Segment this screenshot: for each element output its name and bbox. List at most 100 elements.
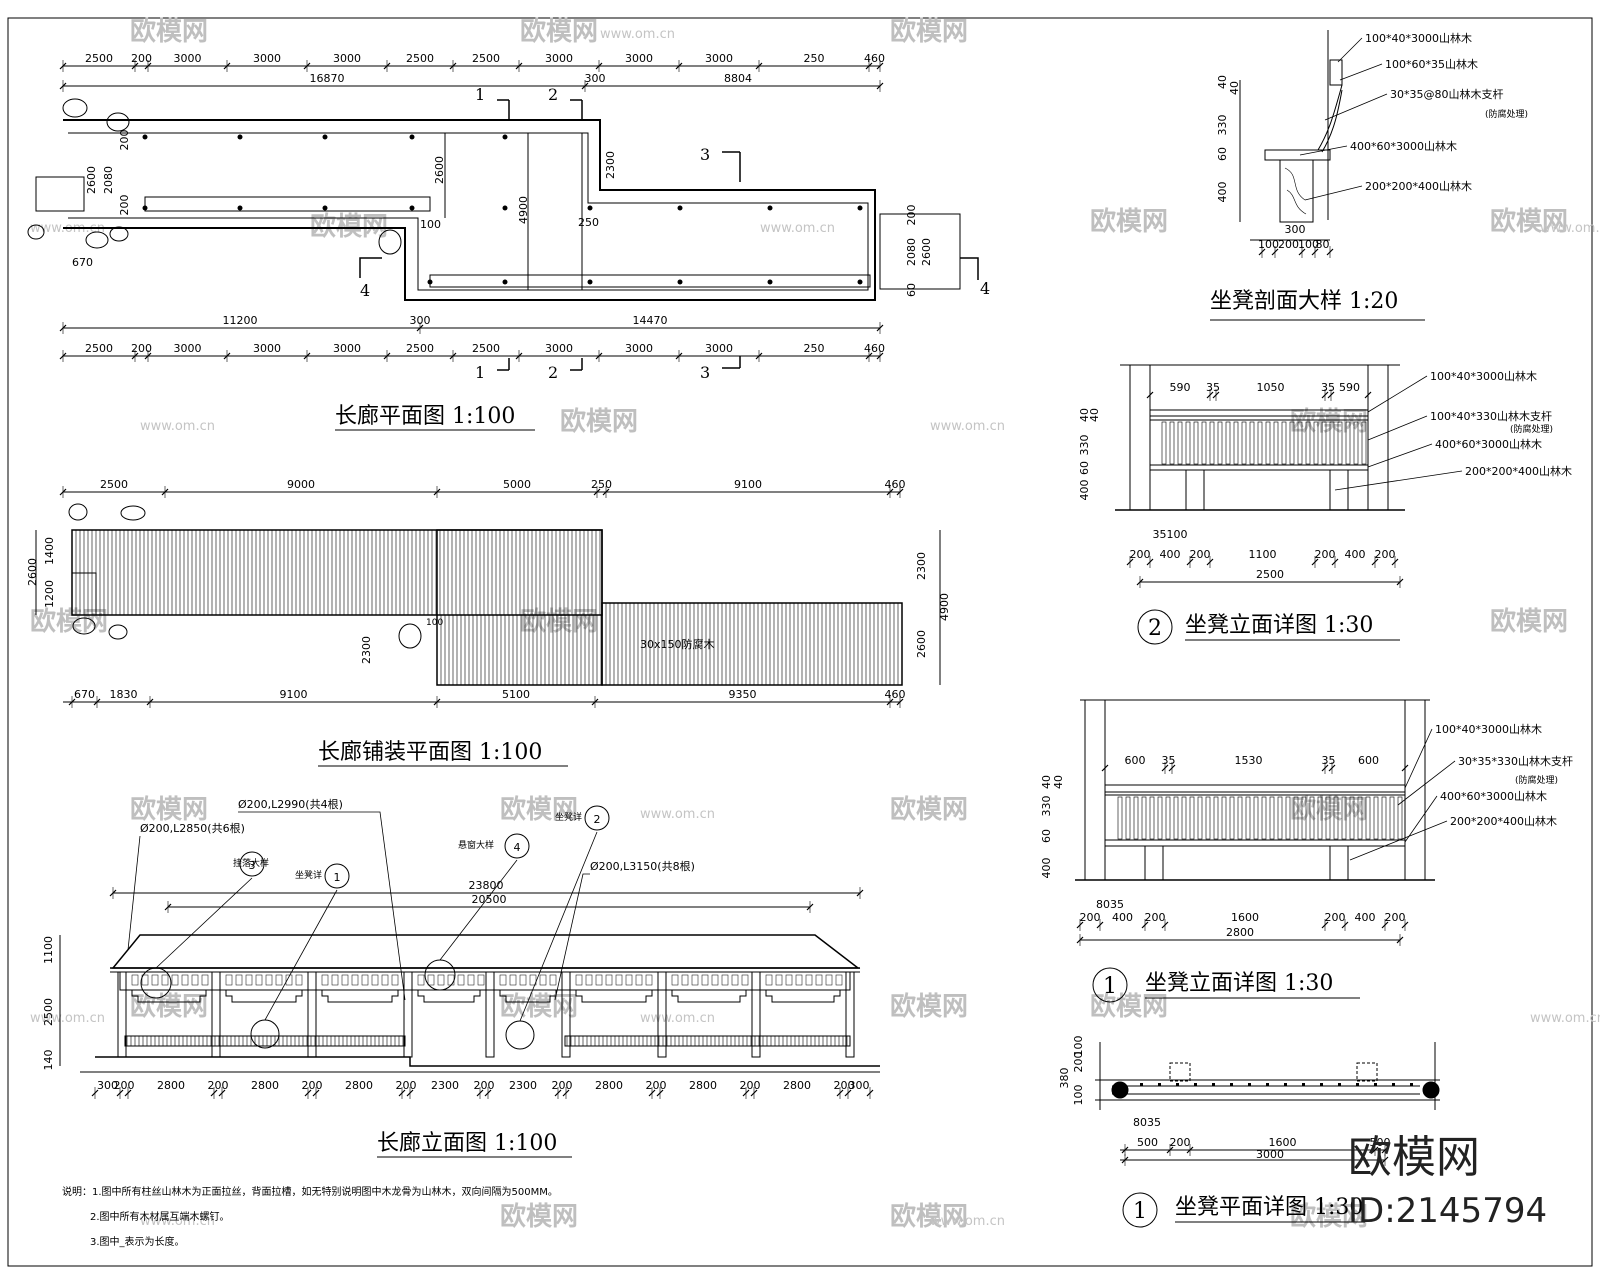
watermark-url: www.om.cn <box>1540 221 1600 236</box>
dimension-label: 600 <box>1125 754 1146 767</box>
dimension-label: 670 <box>72 256 93 269</box>
column-callout-label: Ø200,L2990(共4根) <box>238 797 343 811</box>
dimension-label: 2800 <box>251 1079 279 1092</box>
dimension-label: 4900 <box>517 196 530 224</box>
watermark-url: www.om.cn <box>640 1011 715 1026</box>
dimension-label: 590 <box>1170 381 1191 394</box>
dimension-label: 1100 <box>42 936 55 964</box>
dimension-label: 80 <box>1316 238 1330 251</box>
dimension-label: 100 <box>426 618 443 628</box>
bench-elevation-detail-2 <box>1115 364 1405 583</box>
plan1-number: 1 <box>1133 1199 1147 1224</box>
dimension-label: 330 <box>1078 435 1091 456</box>
watermark-text: 欧模网 <box>560 406 638 437</box>
dimension-label: 2500 <box>472 52 500 65</box>
material-label: 100*40*3000山林木 <box>1430 369 1537 383</box>
brand-watermark-text: 欧模网 <box>1348 1132 1480 1183</box>
dimension-label: 460 <box>885 688 906 701</box>
dimension-label: 250 <box>804 342 825 355</box>
dimension-label: 35 <box>1206 381 1220 394</box>
dimension-label: 200 <box>208 1079 229 1092</box>
dimension-label: 300 <box>849 1079 870 1092</box>
dimension-label: 200 <box>646 1079 667 1092</box>
dimension-label: 2500 <box>406 342 434 355</box>
dimension-label: 200 <box>1072 1052 1085 1073</box>
dimension-label: 400 <box>1078 480 1091 501</box>
dimension-label: 60 <box>1040 829 1053 843</box>
dimension-label: 60 <box>905 283 918 297</box>
dimension-label: 40 <box>1078 408 1091 422</box>
dimension-label: 1100 <box>1249 548 1277 561</box>
watermark-text: 欧模网 <box>1290 406 1368 437</box>
dimension-label: 670 <box>74 688 95 701</box>
dimension-label: 1830 <box>110 688 138 701</box>
dimension-label: 1600 <box>1269 1136 1297 1149</box>
dimension-label: 2500 <box>85 342 113 355</box>
dimension-label: 2800 <box>595 1079 623 1092</box>
detail-tag-label: 挂落大样 <box>233 857 269 869</box>
dimension-label: 3000 <box>705 342 733 355</box>
dimension-label: 200 <box>131 52 152 65</box>
watermark-url: www.om.cn <box>930 1214 1005 1229</box>
dimension-label: 1530 <box>1235 754 1263 767</box>
dimension-label: 2600 <box>920 238 933 266</box>
dimension-label: 330 <box>1040 796 1053 817</box>
column-callout-label: Ø200,L2850(共6根) <box>140 821 245 835</box>
material-label: 400*60*3000山林木 <box>1440 789 1547 803</box>
watermark-url: www.om.cn <box>930 419 1005 434</box>
watermark-text: 欧模网 <box>310 211 388 242</box>
watermark-text: 欧模网 <box>890 794 968 825</box>
dimension-label: 200 <box>1130 548 1151 561</box>
dimension-label: 35100 <box>1153 528 1188 541</box>
dimension-label: 500 <box>1370 1136 1391 1149</box>
dimension-label: 300 <box>97 1079 118 1092</box>
dimension-label: 1400 <box>43 537 56 565</box>
drawing-border <box>7 17 1593 1267</box>
dimension-label: 2800 <box>345 1079 373 1092</box>
watermark-url: www.om.cn <box>760 221 835 236</box>
dimension-label: 200 <box>1080 911 1101 924</box>
watermark-text: 欧模网 <box>890 991 968 1022</box>
elevation-title: 长廊立面图 1:100 <box>377 1131 557 1156</box>
dimension-label: 9100 <box>280 688 308 701</box>
dimension-label: 1600 <box>1231 911 1259 924</box>
watermark-text: 欧模网 <box>130 16 208 47</box>
dimension-label: 14470 <box>633 314 668 327</box>
section-detail-labels: 100*40*3000山林木100*60*35山林木30*35@80山林木支杆(… <box>1216 31 1528 258</box>
dimension-label: 3000 <box>333 52 361 65</box>
section-marker-label: 4 <box>980 279 990 298</box>
dimension-label: 200 <box>1325 911 1346 924</box>
corridor-plan-view <box>27 65 961 357</box>
material-label: 400*60*3000山林木 <box>1435 437 1542 451</box>
dimension-label: 5100 <box>502 688 530 701</box>
material-label: 100*40*3000山林木 <box>1435 722 1542 736</box>
dimension-label: 2800 <box>1226 926 1254 939</box>
watermark-text: 欧模网 <box>30 606 108 637</box>
detail-tag-label: 悬窗大样 <box>458 839 494 851</box>
dimension-label: 2500 <box>1256 568 1284 581</box>
section-marker-label: 1 <box>475 363 485 382</box>
plan1-title: 坐凳平面详图 1:30 <box>1175 1195 1363 1220</box>
dimension-label: 2300 <box>604 151 617 179</box>
dimension-label: 11200 <box>223 314 258 327</box>
dimension-label: 300 <box>410 314 431 327</box>
dimension-label: 2300 <box>431 1079 459 1092</box>
material-label: (防腐处理) <box>1515 774 1558 786</box>
dimension-label: 200 <box>1375 548 1396 561</box>
note-line-2: 2.图中所有木材属互端木螺钉。 <box>90 1210 230 1223</box>
dimension-label: 100 <box>1072 1036 1085 1057</box>
dimension-label: 500 <box>1137 1136 1158 1149</box>
paving-title: 长廊铺装平面图 1:100 <box>318 740 542 765</box>
dimension-label: 200 <box>114 1079 135 1092</box>
watermark-text: 欧模网 <box>890 1201 968 1232</box>
dimension-label: 4900 <box>938 593 951 621</box>
section-marker-label: 3 <box>700 363 710 382</box>
watermark-text: 欧模网 <box>1490 206 1568 237</box>
watermark-text: 欧模网 <box>1090 206 1168 237</box>
dimension-label: 200 <box>1170 1136 1191 1149</box>
material-label: 200*200*400山林木 <box>1365 179 1472 193</box>
dimension-label: 3000 <box>545 342 573 355</box>
bench-plan-detail-1 <box>1095 1042 1440 1161</box>
